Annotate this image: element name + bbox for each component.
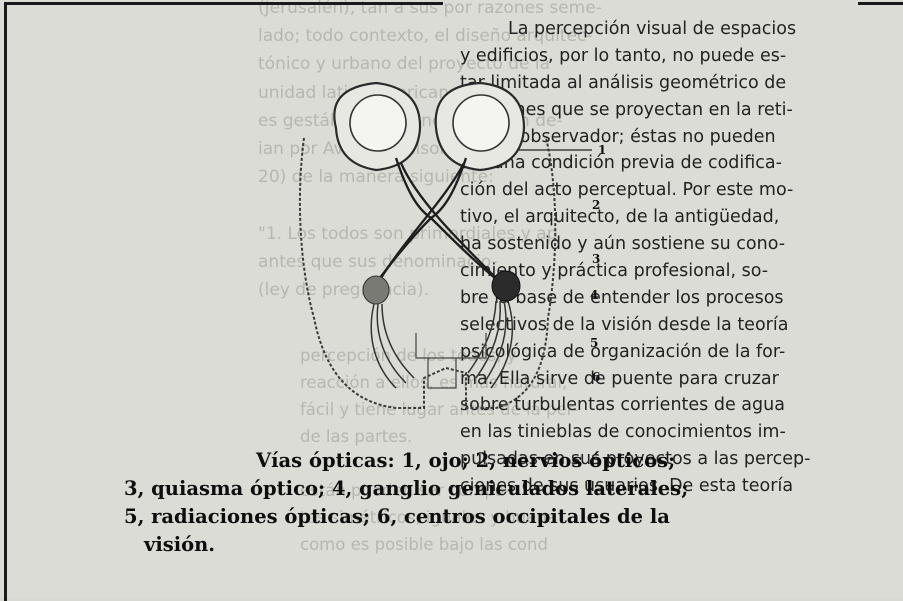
- diagram-label-1: 1: [598, 143, 606, 157]
- caption-line: Vías ópticas: 1, ojo; 2, nervios ópticos…: [124, 447, 764, 475]
- optic-pathway-diagram: [296, 68, 616, 438]
- caption-line: 3, quiasma óptico; 4, ganglio geniculado…: [124, 475, 764, 503]
- diagram-label-6: 6: [592, 370, 600, 384]
- caption-line: visión.: [124, 531, 764, 559]
- top-right-rule: [858, 2, 903, 5]
- diagram-label-4: 4: [590, 288, 598, 302]
- text-line: y edificios, por lo tanto, no puede es-: [460, 43, 903, 70]
- diagram-label-3: 3: [592, 252, 600, 266]
- text-line: La percepción visual de espacios: [460, 16, 903, 43]
- diagram-label-5: 5: [590, 336, 598, 350]
- caption-line: 5, radiaciones ópticas; 6, centros occip…: [124, 503, 764, 531]
- figure-caption: Vías ópticas: 1, ojo; 2, nervios ópticos…: [124, 447, 764, 559]
- diagram-label-2: 2: [592, 198, 600, 212]
